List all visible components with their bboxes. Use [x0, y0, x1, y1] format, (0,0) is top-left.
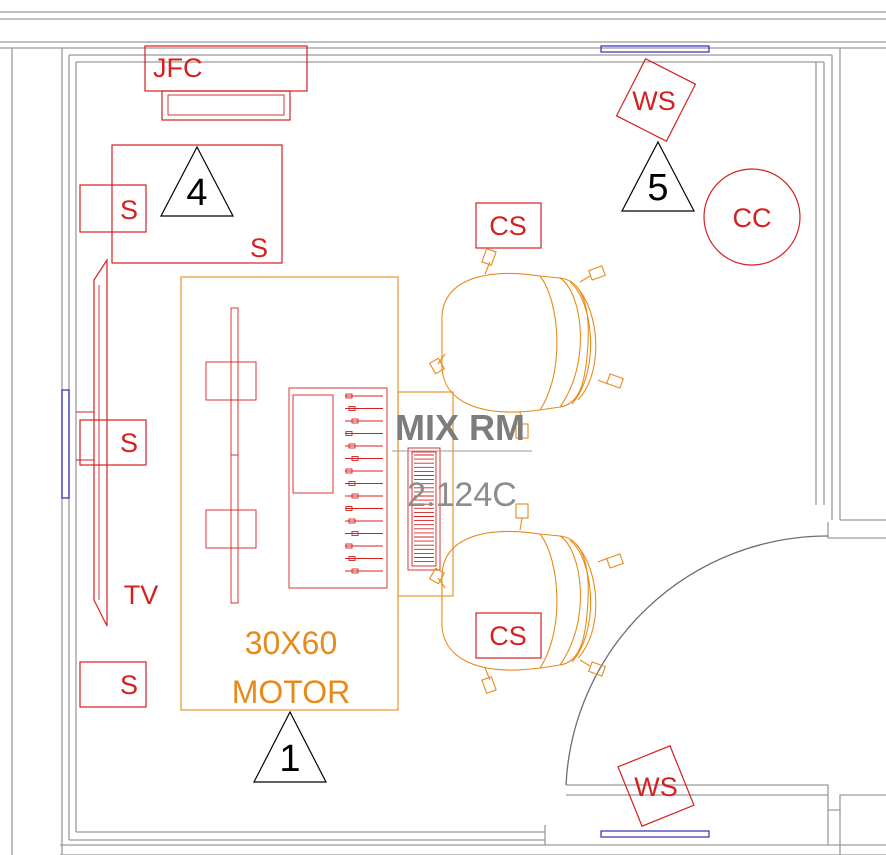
fader-knob	[351, 456, 359, 461]
speaker-upper: S S	[79, 144, 283, 264]
fader-knob	[348, 556, 356, 561]
tv-label: TV	[124, 580, 159, 610]
keyboard-keys	[414, 454, 434, 563]
windows	[61, 45, 710, 838]
mixing-console	[288, 387, 388, 589]
ws-top-station: WS	[615, 57, 697, 143]
fader-knob	[345, 393, 353, 399]
ws-top-label: WS	[632, 86, 676, 116]
desk-type-label: MOTOR	[232, 674, 351, 710]
tag-5-label: 5	[647, 167, 668, 209]
speaker-middle-label: S	[120, 428, 138, 458]
fader-knob	[348, 518, 356, 524]
fader-knob	[351, 568, 359, 574]
chair-bottom	[428, 503, 624, 694]
room-label: MIX RM 2.124C	[392, 407, 532, 514]
cs-bottom-label: CS	[489, 621, 527, 651]
speaker-upper-right-label: S	[250, 233, 268, 263]
tv-equipment: TV	[76, 257, 159, 627]
room-name: MIX RM	[395, 407, 525, 448]
fader-knob	[351, 531, 359, 536]
fader-knob	[348, 481, 356, 486]
jfc-label: JFC	[153, 53, 203, 83]
cs-top-equipment: CS	[475, 202, 542, 249]
tag-1-label: 1	[279, 738, 300, 780]
speaker-upper-left-label: S	[120, 195, 138, 225]
speaker-middle: S	[79, 419, 147, 466]
cs-top-label: CS	[489, 211, 527, 241]
tag-4-label: 4	[186, 172, 207, 214]
monitor-stand	[205, 307, 257, 604]
fader-knob	[351, 493, 359, 499]
cc-label: CC	[733, 203, 772, 233]
fader-knob	[345, 543, 353, 549]
jfc-equipment: JFC	[144, 45, 308, 121]
tag-5: 5	[621, 140, 695, 212]
tag-1: 1	[253, 710, 327, 783]
cc-equipment: CC	[703, 168, 801, 266]
console-faders	[345, 393, 383, 574]
cs-bottom-equipment: CS	[475, 612, 542, 659]
fader-knob	[345, 468, 353, 474]
fader-knob	[345, 431, 353, 436]
ws-bottom-station: WS	[617, 745, 695, 827]
fader-knob	[351, 418, 359, 424]
motor-desk: 30X60 MOTOR	[180, 276, 454, 711]
fader-knob	[348, 406, 356, 411]
speaker-lower-label: S	[120, 670, 138, 700]
room-number: 2.124C	[407, 476, 517, 514]
keyboard	[407, 447, 441, 571]
fader-knob	[345, 506, 353, 511]
desk-size-label: 30X60	[245, 625, 338, 661]
fader-knob	[348, 443, 356, 449]
speaker-lower: S	[79, 661, 147, 708]
ws-bottom-label: WS	[634, 772, 678, 802]
tag-4: 4	[160, 145, 234, 217]
door	[565, 535, 829, 786]
chair-top	[428, 248, 624, 439]
